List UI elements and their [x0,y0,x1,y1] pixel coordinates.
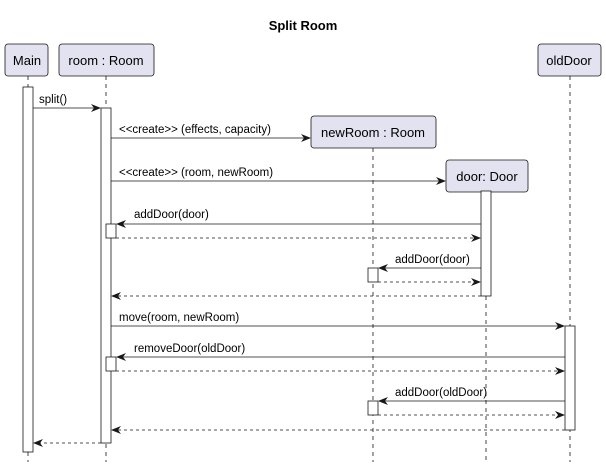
participant-old-door: oldDoor [537,43,602,77]
activation-new-room-add-old-door [367,400,379,416]
participant-main: Main [4,43,49,77]
activations [22,86,576,453]
participant-room: room : Room [58,43,155,77]
activation-door [480,190,492,297]
message-split-label: split() [39,94,67,106]
message-add-door-room-label: addDoor(door) [134,209,209,221]
message-create-new-room-label: <<create>> (effects, capacity) [119,124,271,136]
participant-door-label: door: Door [456,169,518,184]
message-create-door-label: <<create>> (room, newRoom) [119,167,273,179]
participant-door: door: Door [445,159,529,193]
activation-room-add-door [105,223,117,239]
participant-main-label: Main [13,53,41,68]
messages [33,104,565,447]
activation-room-remove-door [105,356,117,372]
message-remove-door-label: removeDoor(oldDoor) [134,343,245,355]
activation-room [100,107,112,444]
message-labels: split() <<create>> (effects, capacity) <… [39,94,487,399]
message-move-label: move(room, newRoom) [119,312,239,324]
message-add-old-door-label: addDoor(oldDoor) [395,387,487,399]
participant-new-room: newRoom : Room [310,115,437,149]
participant-old-door-label: oldDoor [546,53,592,68]
activation-old-door [564,325,576,431]
activation-main [22,86,34,453]
participant-room-label: room : Room [68,53,143,68]
activation-new-room-add-door [367,267,379,283]
diagram-title: Split Room [269,18,338,33]
participant-new-room-label: newRoom : Room [321,125,425,140]
message-add-door-new-room-label: addDoor(door) [395,254,470,266]
